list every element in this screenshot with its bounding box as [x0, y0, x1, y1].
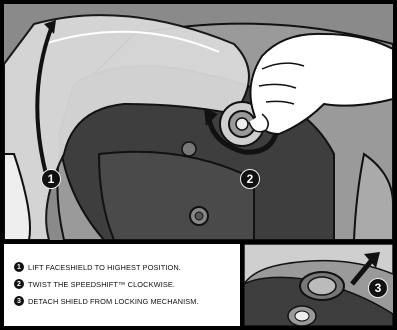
step-2: 2 TWIST THE SPEEDSHIFT™ CLOCKWISE.: [14, 279, 175, 289]
callout-detach-number: 3: [368, 278, 388, 298]
step-1: 1 LIFT FACESHIELD TO HIGHEST POSITION.: [14, 262, 181, 272]
step-3: 3 DETACH SHIELD FROM LOCKING MECHANISM.: [14, 296, 199, 306]
step-2-text: TWIST THE SPEEDSHIFT™ CLOCKWISE.: [28, 279, 176, 289]
helmet-shield-illustration: [4, 14, 393, 240]
shield-detach-illustration: [244, 244, 393, 326]
callout-lift-number: 1: [41, 169, 61, 189]
inset-illustration-panel: 3: [244, 244, 393, 326]
steps-panel: 1 LIFT FACESHIELD TO HIGHEST POSITION. 2…: [4, 244, 240, 326]
step-2-number: 2: [14, 279, 24, 289]
step-1-text: LIFT FACESHIELD TO HIGHEST POSITION.: [28, 262, 181, 272]
step-3-text: DETACH SHIELD FROM LOCKING MECHANISM.: [28, 296, 199, 306]
callout-twist-number: 2: [240, 169, 260, 189]
step-3-number: 3: [14, 296, 24, 306]
main-illustration-panel: 1 2: [4, 4, 393, 240]
step-1-number: 1: [14, 262, 24, 272]
